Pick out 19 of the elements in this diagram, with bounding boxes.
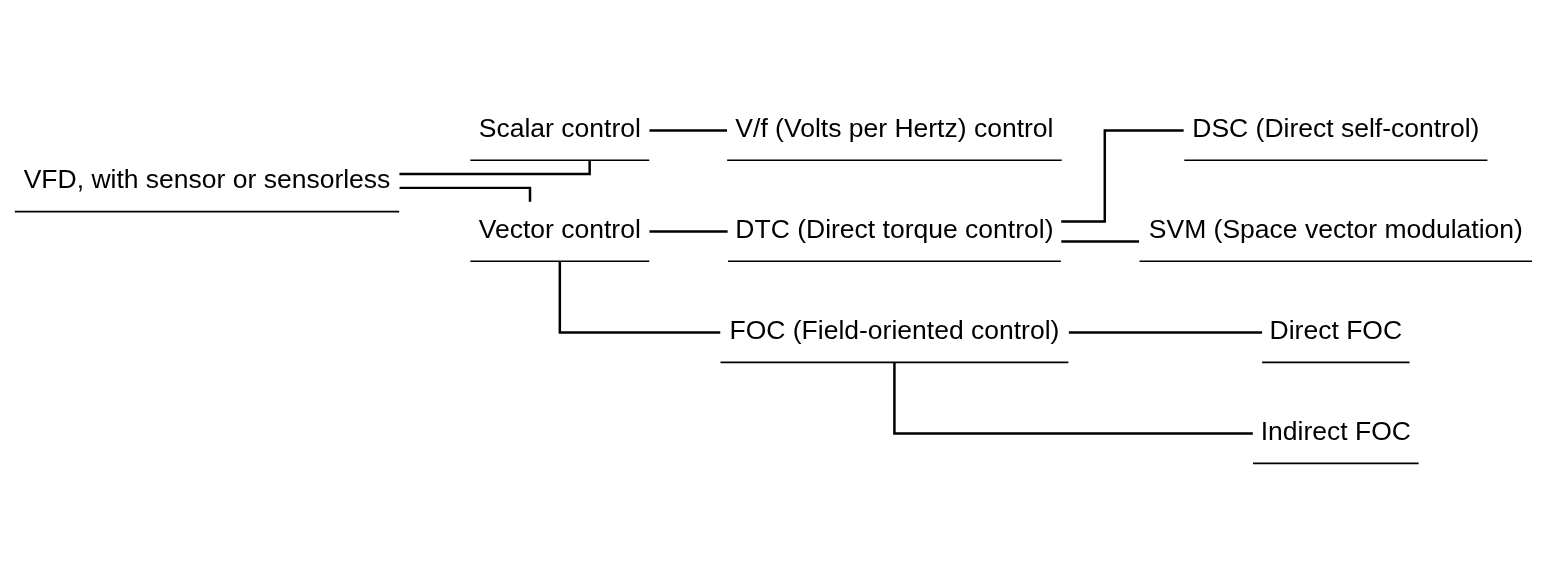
node-text: V/f (Volts per Hertz) control (735, 112, 1054, 143)
node-text: DSC (Direct self-control) (1192, 112, 1480, 143)
node-text: VFD, with sensor or sensorless (23, 163, 391, 194)
connector (558, 261, 721, 334)
node-text: Vector control (478, 213, 641, 244)
node-text: Scalar control (478, 112, 641, 143)
connector (1068, 330, 1263, 334)
connector (649, 128, 727, 132)
connector (893, 362, 1253, 435)
connector (1061, 128, 1184, 223)
node-text: DTC (Direct torque control) (735, 213, 1054, 244)
node-text: SVM (Space vector modulation) (1148, 213, 1523, 244)
node-text: Direct FOC (1269, 314, 1403, 345)
connector (399, 186, 532, 202)
connector (1061, 239, 1140, 243)
connector (649, 229, 728, 233)
node-text: Indirect FOC (1260, 415, 1411, 446)
node-text: FOC (Field-oriented control) (729, 314, 1060, 345)
connector (399, 159, 591, 175)
